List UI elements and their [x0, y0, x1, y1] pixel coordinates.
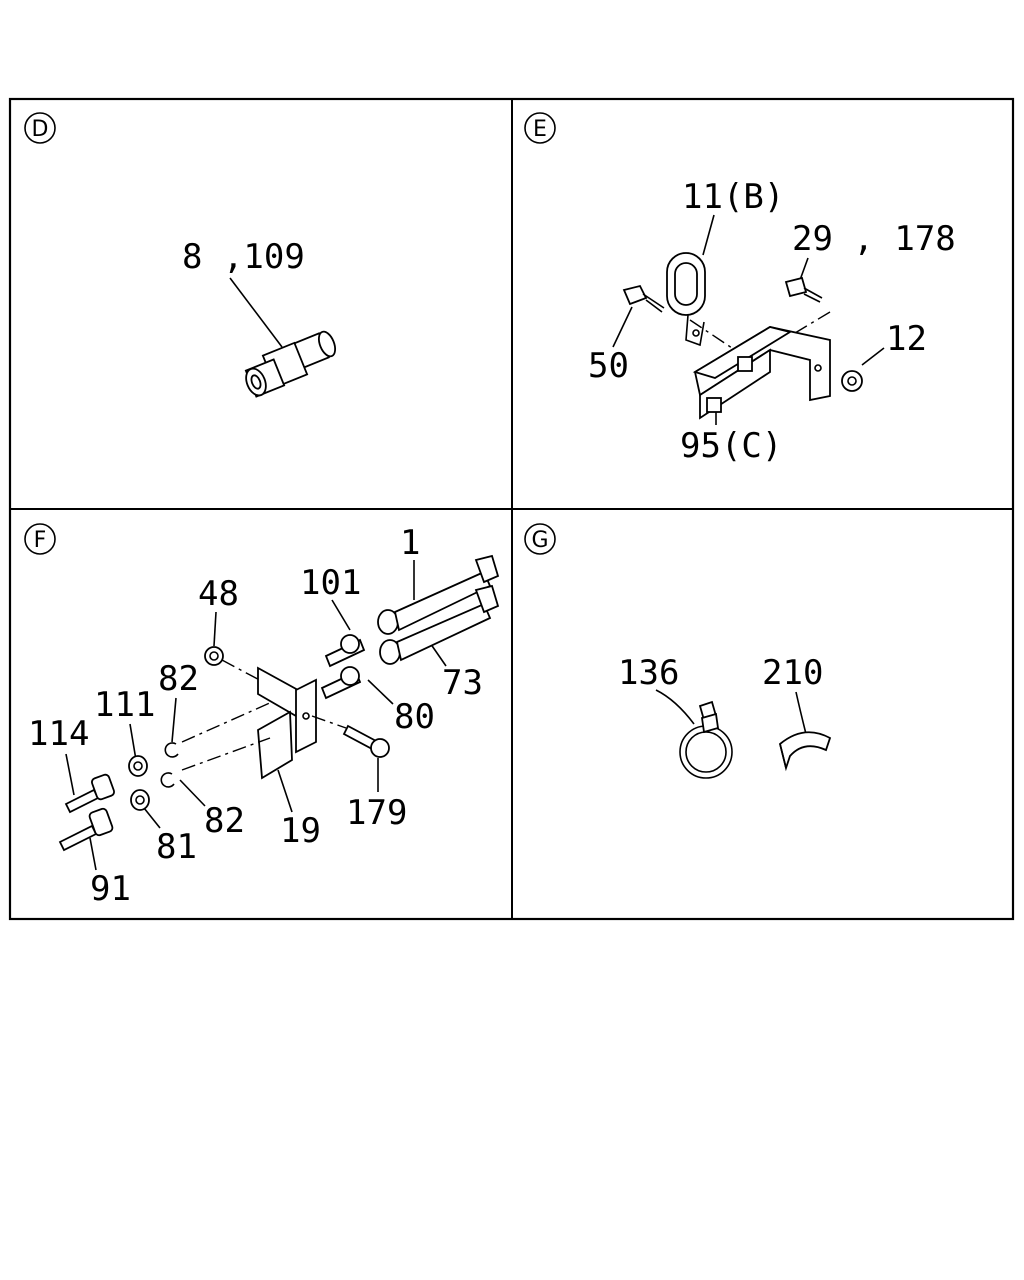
label-19: 19: [280, 811, 321, 851]
band-210: [778, 731, 832, 772]
nut-12: [841, 370, 863, 392]
panel-d: D 8 ,109: [24, 112, 337, 398]
section-marker-f: F: [24, 523, 56, 555]
label-48: 48: [198, 574, 239, 614]
stud-80: [320, 666, 362, 700]
bolt-179: [342, 724, 390, 758]
label-101: 101: [300, 563, 361, 603]
bolt-29-178: [784, 276, 823, 303]
label-73: 73: [442, 663, 483, 703]
label-95c: 95(C): [680, 426, 782, 466]
clip-11b: [666, 252, 706, 347]
label-136: 136: [618, 653, 679, 693]
label-210: 210: [762, 653, 823, 693]
label-114: 114: [28, 714, 89, 754]
snap-ring-82b: [160, 772, 175, 788]
label-91: 91: [90, 869, 131, 909]
label-8-109: 8 ,109: [182, 237, 305, 277]
label-80: 80: [394, 697, 435, 737]
svg-text:G: G: [531, 528, 548, 553]
union-fitting: [244, 330, 337, 398]
label-29-178: 29 , 178: [792, 219, 956, 259]
label-81: 81: [156, 827, 197, 867]
panel-g: G 136 210: [524, 523, 832, 779]
svg-text:E: E: [533, 117, 547, 142]
label-179: 179: [346, 793, 407, 833]
label-1: 1: [400, 523, 420, 563]
panel-e: E 11(B) 29 , 178 50 12 95(C): [524, 112, 956, 466]
label-82b: 82: [204, 801, 245, 841]
panel-f: F 1 101 48 73 82 80 111 114 82 179 19 81…: [24, 523, 500, 909]
diagram-frame: [8, 97, 1015, 921]
snap-ring-82a: [164, 742, 179, 758]
svg-text:D: D: [32, 117, 49, 142]
label-12: 12: [886, 319, 927, 359]
clamp-136: [679, 700, 733, 779]
section-marker-e: E: [524, 112, 556, 144]
nut-81: [130, 789, 150, 811]
knob-114: [64, 773, 115, 814]
bracket-19: [257, 666, 317, 780]
nut-111: [128, 755, 148, 777]
stud-101: [324, 634, 366, 668]
leader-8-109: [229, 277, 283, 348]
nut-48: [204, 646, 224, 666]
label-82a: 82: [158, 659, 199, 699]
section-marker-d: D: [24, 112, 56, 144]
bolt-50: [622, 284, 665, 313]
bolt-1: [377, 554, 500, 635]
label-11b: 11(B): [682, 177, 784, 217]
svg-text:F: F: [34, 528, 47, 553]
knob-91: [58, 807, 114, 852]
bolt-73: [379, 584, 500, 665]
label-50: 50: [588, 346, 629, 386]
bracket-95c: [692, 326, 831, 420]
label-111: 111: [94, 685, 155, 725]
section-marker-g: G: [524, 523, 556, 555]
